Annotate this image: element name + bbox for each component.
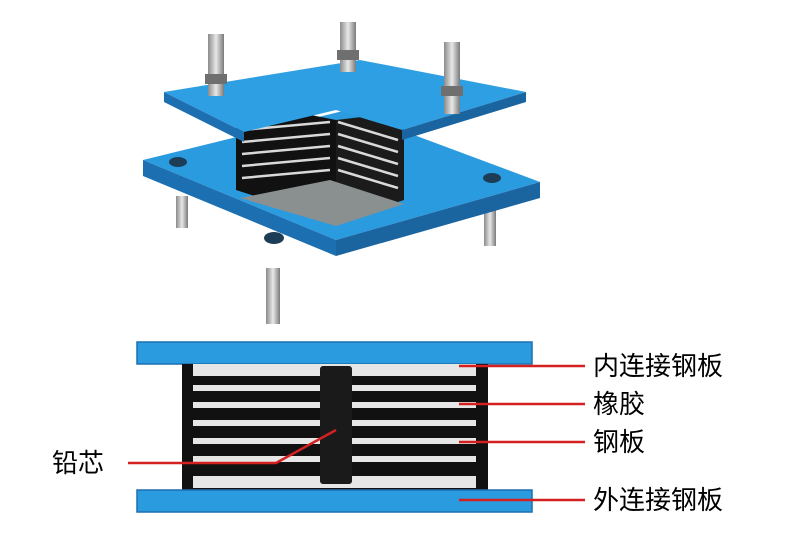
- upper-plate: [164, 60, 526, 142]
- label-inner-plate: 内连接钢板: [593, 352, 723, 382]
- label-outer-plate: 外连接钢板: [593, 486, 723, 516]
- leader-lead-core: [128, 428, 337, 465]
- leader-lines: [128, 364, 585, 502]
- bolt-hole-icon: [264, 232, 284, 244]
- bolt-hole-icon: [169, 157, 187, 167]
- isometric-bearing: [143, 22, 540, 324]
- top-connecting-plate: [136, 341, 533, 365]
- upper-anchor-bolts: [205, 22, 463, 114]
- bolt-hole-icon: [483, 173, 501, 183]
- lead-core: [320, 366, 352, 484]
- anchor-bolt-icon: [340, 22, 356, 72]
- label-steel-plate: 钢板: [593, 428, 645, 458]
- anchor-bolt-icon: [444, 42, 460, 114]
- rubber-core-block: [236, 100, 404, 226]
- anchor-bolt-icon: [266, 268, 280, 324]
- label-lead-core: 铅芯: [52, 449, 104, 479]
- label-rubber: 橡胶: [593, 390, 645, 420]
- anchor-bolt-icon: [176, 196, 188, 228]
- anchor-bolt-icon: [208, 34, 224, 96]
- anchor-bolt-icon: [484, 206, 496, 246]
- cross-section: 内连接钢板 橡胶 钢板 外连接钢板 铅芯: [52, 341, 723, 516]
- lower-anchor-bolts: [176, 196, 496, 324]
